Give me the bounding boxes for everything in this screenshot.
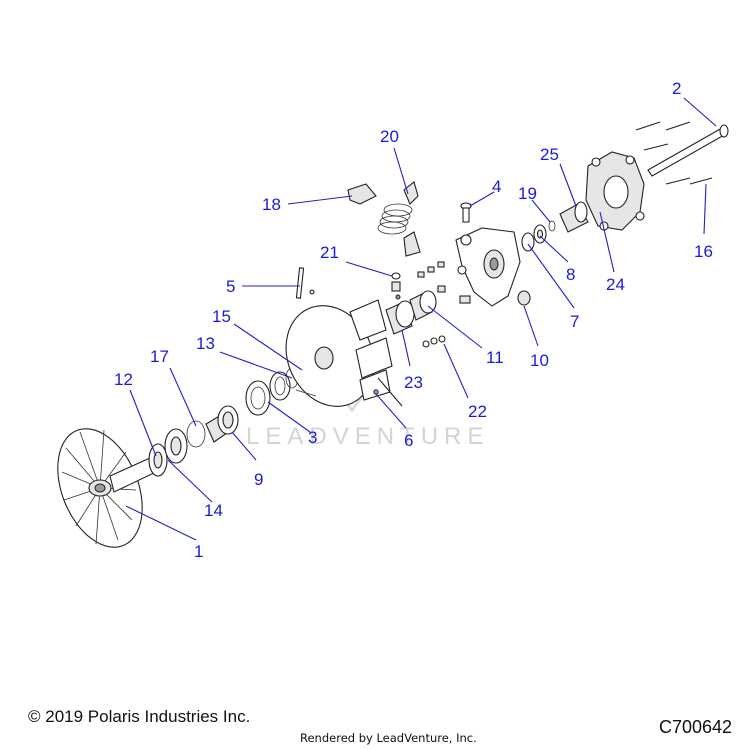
cover-plate [585, 151, 645, 231]
slider-buttons [417, 261, 446, 293]
part-25-bushing [559, 201, 589, 233]
watermark-text: LEADVENTURE [246, 423, 489, 450]
part-17-snap-ring [186, 420, 206, 448]
callout-8: 8 [566, 265, 575, 284]
spider-assembly [455, 227, 521, 307]
part-14-bearing [164, 428, 188, 464]
callout-1: 1 [194, 542, 203, 561]
callout-9: 9 [254, 470, 263, 489]
part-21-bushings [391, 272, 401, 300]
part-11-roller [409, 290, 437, 321]
part-6-roller-pin [295, 377, 403, 407]
callout-17: 17 [150, 347, 169, 366]
callout-11: 11 [486, 348, 504, 367]
callout-13: 13 [196, 334, 215, 353]
callout-21: 21 [320, 243, 339, 262]
callout-5: 5 [226, 277, 235, 296]
callout-3: 3 [308, 428, 317, 447]
part-4-pin [460, 202, 472, 223]
callout-16: 16 [694, 242, 713, 261]
part-5-pin [295, 267, 315, 299]
part-2-bolt [647, 124, 729, 177]
part-19-oring [548, 220, 556, 232]
callout-4: 4 [492, 177, 501, 196]
moveable-sheave [285, 299, 393, 407]
part-10-roller [517, 290, 531, 306]
callout-25: 25 [540, 145, 559, 164]
leader-lines [125, 97, 717, 541]
callout-20: 20 [380, 127, 399, 146]
part-18-weight [347, 183, 377, 205]
part-23-roller [385, 300, 415, 335]
callout-12: 12 [114, 370, 133, 389]
callout-23: 23 [404, 373, 423, 392]
rendered-by-credit: Rendered by LeadVenture, Inc. [300, 731, 477, 745]
callout-14: 14 [204, 501, 223, 520]
callout-18: 18 [262, 195, 281, 214]
callout-labels: 1 2 3 4 5 6 7 8 9 10 11 12 13 14 15 16 1… [114, 79, 713, 561]
part-3-ring [245, 371, 291, 416]
callout-7: 7 [570, 312, 579, 331]
copyright-notice: © 2019 Polaris Industries Inc. [28, 707, 251, 726]
diagram-code: C700642 [659, 717, 733, 737]
callout-24: 24 [606, 275, 625, 294]
callout-2: 2 [672, 79, 681, 98]
callout-19: 19 [518, 184, 537, 203]
callout-6: 6 [404, 431, 413, 450]
callout-15: 15 [212, 307, 231, 326]
callout-22: 22 [468, 402, 487, 421]
part-1-fan-sheave [57, 428, 157, 548]
part-16-bolts [635, 121, 713, 185]
part-20-spring [377, 181, 421, 257]
part-9-bushing [205, 405, 239, 443]
callout-10: 10 [530, 351, 549, 370]
part-12-spacer [148, 443, 168, 477]
part-22-washers [422, 335, 446, 348]
part-7-washer [521, 232, 535, 252]
